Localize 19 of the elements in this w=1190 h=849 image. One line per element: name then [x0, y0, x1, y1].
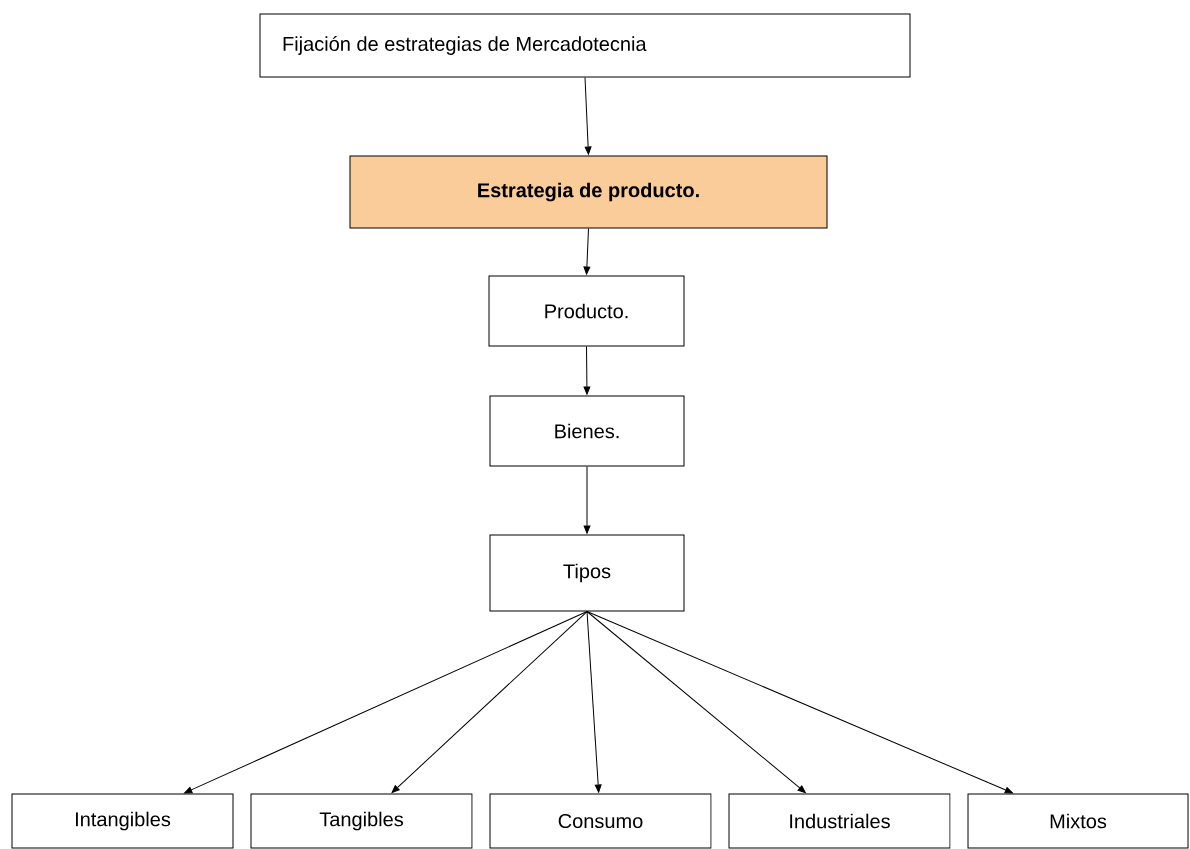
process-box: Fijación de estrategias de Mercadotecnia — [259, 13, 911, 78]
process-box: Intangibles — [11, 793, 234, 849]
arrow — [586, 611, 1013, 794]
arrow — [583, 228, 591, 275]
process-box: Bienes. — [489, 395, 685, 467]
arrow — [583, 466, 591, 534]
process-box: Tipos — [489, 534, 685, 612]
arrow — [584, 77, 592, 155]
arrow — [586, 611, 806, 794]
process-box: Producto. — [488, 275, 685, 347]
arrow — [586, 611, 602, 793]
arrow — [583, 346, 591, 395]
highlighted-box: Estrategia de producto. — [349, 155, 828, 229]
arrow — [184, 611, 588, 794]
process-box: Mixtos — [967, 793, 1189, 849]
process-box: Tangibles — [250, 793, 473, 849]
process-box: Industriales — [728, 793, 951, 849]
arrow — [391, 611, 588, 794]
process-box: Consumo — [489, 793, 712, 849]
